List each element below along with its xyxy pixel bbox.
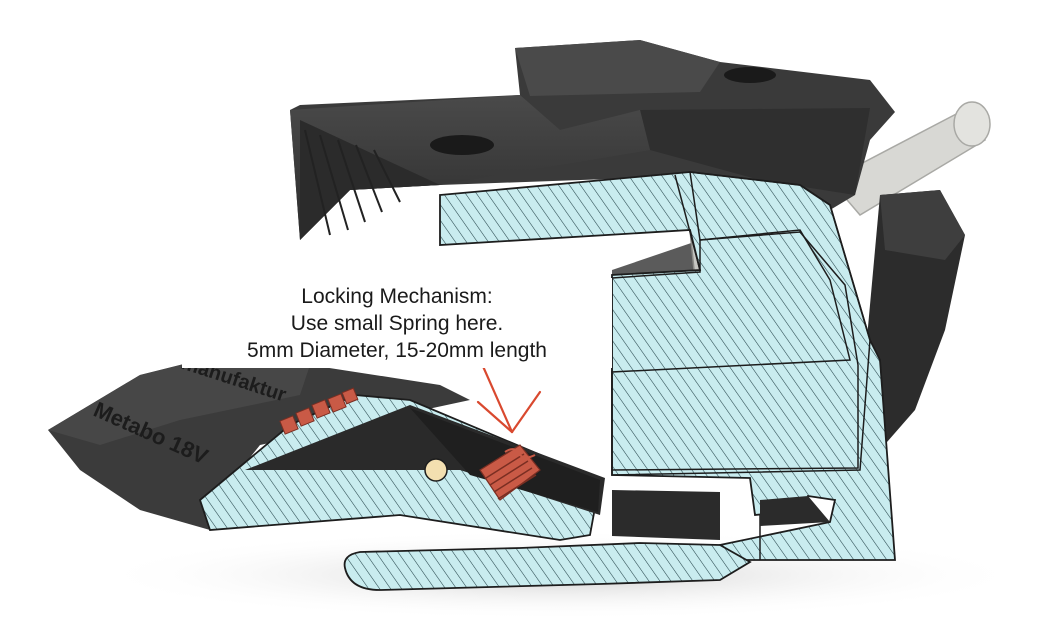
mounting-hole-right [724, 67, 776, 83]
latch-arm [343, 542, 752, 591]
annotation-line-spec: 5mm Diameter, 15-20mm length [247, 338, 547, 362]
pivot-pin [424, 458, 448, 482]
housing-back [290, 40, 895, 240]
bottom-slot [612, 490, 830, 540]
mounting-hole-left [430, 135, 494, 155]
release-rod [828, 101, 991, 216]
annotation-callout: Locking Mechanism: Use small Spring here… [182, 278, 612, 368]
spring-icon [479, 444, 541, 501]
housing-right [865, 190, 965, 450]
latch-teeth [279, 387, 359, 435]
cavity-window [611, 231, 859, 471]
annotation-line-instruction: Use small Spring here. [290, 311, 504, 335]
section-frame [439, 171, 896, 561]
annotation-line-title: Locking Mechanism: [301, 284, 493, 308]
